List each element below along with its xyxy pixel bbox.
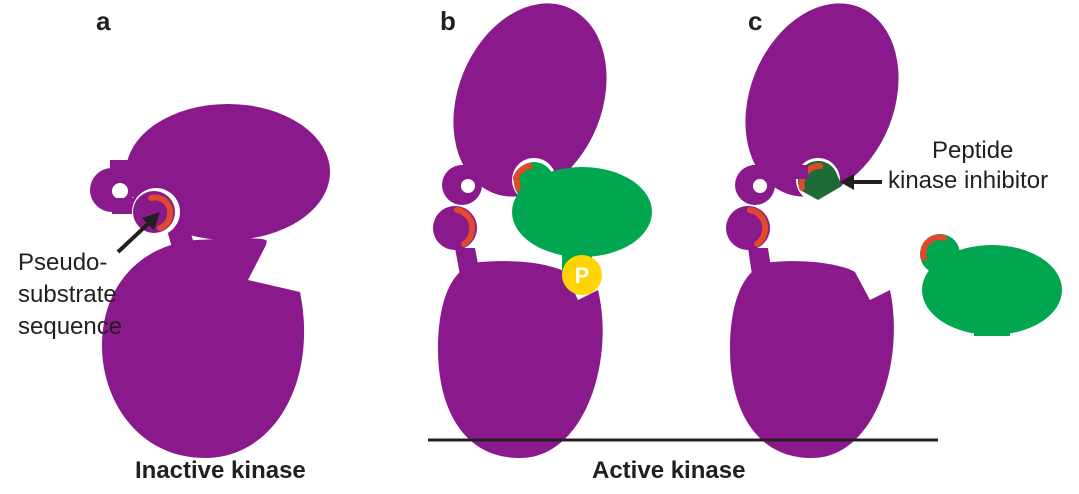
pseudosubstrate-sequence [148,194,174,231]
panel-c-letter: c [748,6,762,36]
caption-inactive: Inactive kinase [135,457,306,484]
inhibitor-label-2: kinase inhibitor [888,167,1048,194]
phosphate-label: P [575,263,590,288]
kinase-lower-lobe [730,261,894,458]
pseudosubstrate-label-1: Pseudo- [18,249,107,276]
pseudosubstrate-sequence [454,207,476,247]
panel-c: c Peptide kinase inhibitor [726,3,1062,458]
kinase-lower-lobe [438,261,603,458]
kinase-upper-lobe [453,3,607,197]
pseudosubstrate-label-2: substrate [18,281,117,308]
panel-b-letter: b [440,6,456,36]
panel-a: a Pseudo- substrate sequence Inactive ki… [18,6,330,484]
pseudosubstrate-label-3: sequence [18,313,122,340]
kinase-lower-lobe [102,238,305,458]
caption-active: Active kinase [592,457,745,484]
phosphate [562,255,602,295]
kinase-upper-lobe [745,3,899,197]
panel-b: b P [433,3,652,458]
panel-a-letter: a [96,6,111,36]
pseudosubstrate-sequence [747,207,769,247]
inhibitor-label-1: Peptide [932,137,1013,164]
free-substrate [920,234,1062,336]
